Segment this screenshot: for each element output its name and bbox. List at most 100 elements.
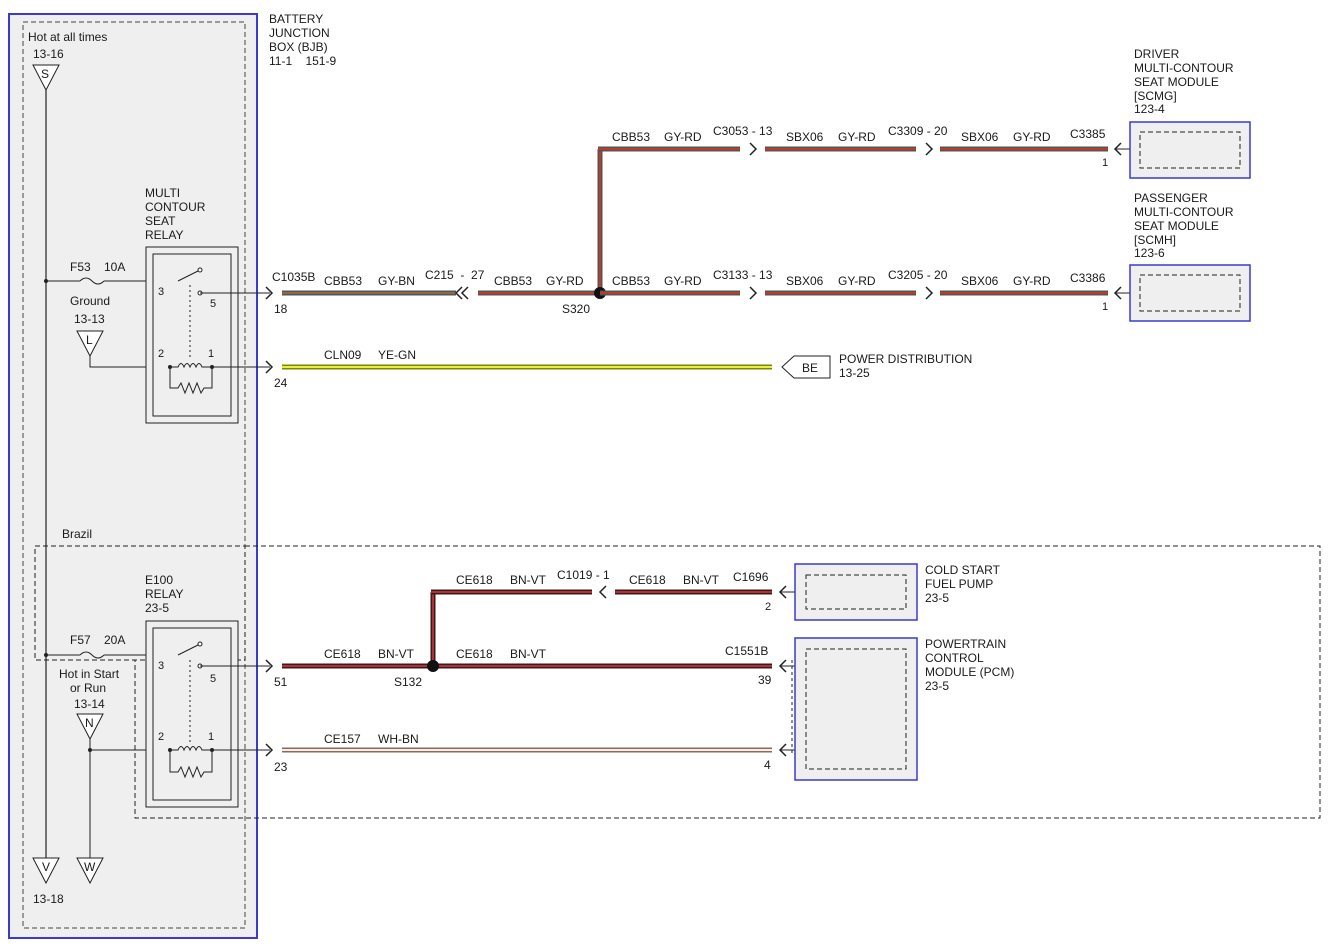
driver-title-2: MULTI-CONTOUR [1134,61,1234,75]
hot-all-times-ref: 13-16 [33,47,64,61]
c215-connector-icon-b [454,286,463,300]
e100-switch-arm [177,643,201,656]
mcs-relay-title-2: CONTOUR [145,200,206,214]
f57-junction [44,653,48,657]
e100-relay-inner [152,627,232,801]
e100-coil-icon [170,746,212,752]
cln09-pin: 24 [274,376,288,390]
c3053-connector-icon [749,142,758,156]
c1019-connector-icon [598,585,607,599]
passenger-title-4: [SCMH] [1134,233,1176,247]
bjb-title-1: BATTERY [269,12,323,26]
c3309-label: C3309 - 20 [888,124,948,138]
cold-start-fuel-pump-inner [805,574,907,610]
mcs-coil-icon [170,363,212,369]
up2-color: GY-RD [838,130,876,144]
seg4-code: SBX06 [786,274,824,288]
seg1-color: GY-BN [378,274,415,288]
mcs-pin-3: 3 [158,286,164,298]
n-connector-icon [76,713,104,741]
cold-start-title-3: 23-5 [925,591,949,605]
f57-fuse-icon [79,651,105,659]
c215-label: C215 - 27 [425,268,485,282]
c1696-pin: 2 [765,601,771,613]
pcm-inner [805,648,907,770]
cln09-connector-icon [265,360,274,374]
e100-pin-1: 1 [208,731,214,743]
c3385-pin: 1 [1102,157,1108,169]
f57-rating: 20A [104,633,125,647]
e100-pin-2: 2 [158,731,164,743]
ce618-up2-color: BN-VT [683,573,720,587]
passenger-seat-module-box [1129,264,1251,322]
c215-connector-icon [460,286,469,300]
w-connector-icon [76,857,104,885]
e100-contact-nc [197,641,203,647]
up-code: CBB53 [612,130,650,144]
hot-all-times-label: Hot at all times [28,30,107,44]
driver-seat-module-inner [1139,131,1241,169]
ce157-left-connector-icon [265,743,274,757]
passenger-title-3: SEAT MODULE [1134,219,1219,233]
c3133-label: C3133 - 13 [713,268,773,282]
l-symbol: L [86,333,93,347]
mcs-relay-title-1: MULTI [145,186,180,200]
s-symbol: S [41,67,49,81]
s132-splice [427,660,439,672]
ce618-left-connector-icon [265,659,274,673]
power-distribution-label: POWER DISTRIBUTION [839,352,972,366]
ground-label: Ground [70,294,110,308]
c3386-label: C3386 [1070,271,1106,285]
c1035b-connector-icon [265,286,274,300]
e100-title-2: RELAY [145,587,183,601]
hot-start-run-ref: 13-14 [74,697,105,711]
c3309-connector-icon [925,142,934,156]
driver-title-3: SEAT MODULE [1134,75,1219,89]
w-symbol: W [84,860,96,874]
f53-name: F53 [70,260,91,274]
c1551b-label: C1551B [725,644,768,658]
pcm-box [794,637,918,781]
c1696-label: C1696 [733,570,769,584]
c1035b-pin: 18 [274,302,288,316]
c3386-pin: 1 [1102,301,1108,313]
f53-junction [44,279,48,283]
ce157-code: CE157 [324,732,361,746]
brazil-label: Brazil [62,527,92,541]
bjb-inner-dashed [22,21,246,929]
seg3-code: CBB53 [612,274,650,288]
c1551b-pin: 39 [758,673,772,687]
c3133-connector-icon [749,286,758,300]
brazil-region-outline [34,545,246,661]
cln09-color: YE-GN [378,348,416,362]
seg2-code: CBB53 [494,274,532,288]
driver-title-1: DRIVER [1134,47,1180,61]
up-color: GY-RD [664,130,702,144]
c3053-label: C3053 - 13 [713,124,773,138]
power-distribution-ref: 13-25 [839,366,870,380]
f53-fuse-icon [79,277,105,285]
e100-title-3: 23-5 [145,601,169,615]
c3205-label: C3205 - 20 [888,268,948,282]
hot-start-run-label-1: Hot in Start [59,667,120,681]
c1019-label: C1019 - 1 [557,568,610,582]
mcs-pin-1: 1 [208,348,214,360]
be-connector-icon [781,355,831,379]
seg1-code: CBB53 [324,274,362,288]
pcm-title-2: CONTROL [925,651,984,665]
mcs-relay-inner [152,253,232,417]
up3-code: SBX06 [961,130,999,144]
seg5-color: GY-RD [1013,274,1051,288]
driver-title-5: 123-4 [1134,102,1165,116]
ce618-left-pin: 51 [274,675,288,689]
up3-color: GY-RD [1013,130,1051,144]
mcs-contact-nc [197,267,203,273]
passenger-title-5: 123-6 [1134,246,1165,260]
passenger-title-2: MULTI-CONTOUR [1134,205,1234,219]
ce157-right-pin: 4 [764,758,771,772]
c1035b-label: C1035B [272,270,315,284]
mcs-relay-title-4: RELAY [145,228,183,242]
cold-start-fuel-pump-box [794,563,918,621]
bjb-title-2: JUNCTION [269,26,330,40]
